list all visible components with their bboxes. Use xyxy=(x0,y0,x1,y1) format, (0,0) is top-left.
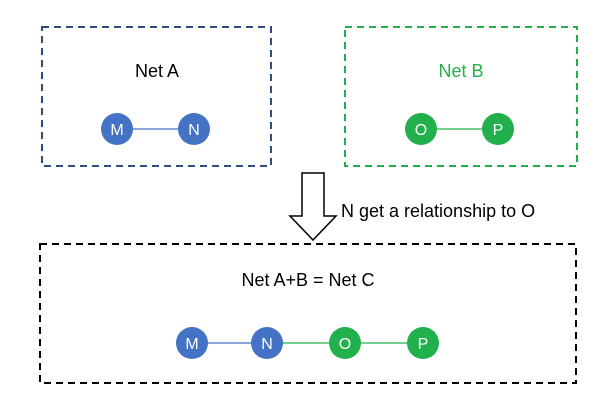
net-c-title: Net A+B = Net C xyxy=(241,270,374,290)
net-a-group: Net A M N xyxy=(41,26,272,167)
net-a-node-m-label: M xyxy=(110,122,123,139)
net-c-node-m: M xyxy=(176,327,208,359)
net-c-node-p: P xyxy=(407,327,439,359)
net-b-title: Net B xyxy=(438,61,483,81)
net-a-box xyxy=(41,26,272,167)
net-c-box xyxy=(39,243,577,384)
net-b-box xyxy=(344,26,578,167)
net-a-node-n-label: N xyxy=(188,122,200,139)
transition-group: N get a relationship to O xyxy=(288,172,535,242)
net-b-node-o-label: O xyxy=(415,122,427,139)
transition-caption: N get a relationship to O xyxy=(341,201,535,221)
net-b-node-p: P xyxy=(482,113,514,145)
net-c-node-n: N xyxy=(251,327,283,359)
net-a-node-n: N xyxy=(178,113,210,145)
net-c-node-p-label: P xyxy=(418,336,429,353)
net-c-node-m-label: M xyxy=(185,336,198,353)
net-c-node-o-label: O xyxy=(339,336,351,353)
down-arrow-icon xyxy=(288,172,338,242)
net-c-node-o: O xyxy=(329,327,361,359)
net-b-node-o: O xyxy=(405,113,437,145)
net-b-group: Net B O P xyxy=(344,26,578,167)
net-b-node-p-label: P xyxy=(493,122,504,139)
net-c-node-n-label: N xyxy=(261,336,273,353)
net-c-group: Net A+B = Net C M N O P xyxy=(39,243,577,384)
net-a-node-m: M xyxy=(101,113,133,145)
net-a-title: Net A xyxy=(135,61,179,81)
